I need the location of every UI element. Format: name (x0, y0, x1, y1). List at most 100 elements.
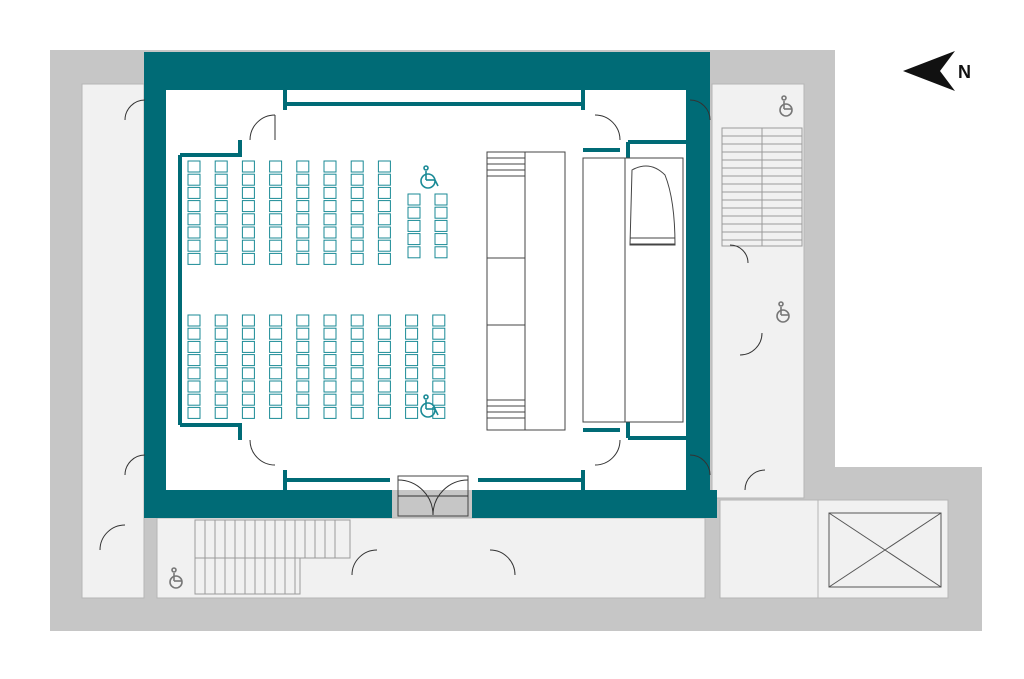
seat (241, 252, 255, 265)
seat (407, 233, 421, 246)
seat (187, 160, 201, 173)
peripheral-rooms (81, 83, 949, 599)
seat (187, 200, 201, 213)
seat (269, 173, 283, 186)
seat (269, 327, 283, 340)
seat (269, 380, 283, 393)
south-stairs (194, 519, 351, 595)
seat (407, 193, 421, 206)
seat (405, 340, 419, 353)
seat (323, 367, 337, 380)
seat (241, 367, 255, 380)
seat (434, 233, 448, 246)
seat (269, 354, 283, 367)
seat (432, 314, 446, 327)
seat (350, 367, 364, 380)
seat (323, 380, 337, 393)
seat (214, 160, 228, 173)
seat (405, 354, 419, 367)
seat (432, 380, 446, 393)
seat (296, 340, 310, 353)
seat (350, 173, 364, 186)
seat (405, 327, 419, 340)
seat (241, 160, 255, 173)
seat (323, 200, 337, 213)
seat (269, 239, 283, 252)
seat (350, 239, 364, 252)
seat (187, 239, 201, 252)
seat (407, 206, 421, 219)
seat (350, 200, 364, 213)
seat (241, 200, 255, 213)
seat (296, 314, 310, 327)
seat (323, 252, 337, 265)
seat (377, 160, 391, 173)
seat (296, 186, 310, 199)
seat (241, 380, 255, 393)
seat (241, 173, 255, 186)
seat (214, 367, 228, 380)
seat (296, 354, 310, 367)
seat (241, 239, 255, 252)
seat (350, 213, 364, 226)
north-arrow: N (903, 51, 971, 91)
seat (187, 367, 201, 380)
seat (350, 354, 364, 367)
seat (350, 327, 364, 340)
seat (377, 173, 391, 186)
seat (214, 340, 228, 353)
seat (187, 393, 201, 406)
seat (377, 406, 391, 419)
seat (434, 206, 448, 219)
east-wall (686, 90, 710, 518)
seat (350, 314, 364, 327)
seat (269, 226, 283, 239)
seat (214, 213, 228, 226)
seat (214, 314, 228, 327)
seat (323, 327, 337, 340)
seat (214, 186, 228, 199)
seat (377, 252, 391, 265)
seat (434, 219, 448, 232)
wheelchair-icons (169, 95, 793, 589)
seat (432, 327, 446, 340)
seat (187, 213, 201, 226)
seat (377, 393, 391, 406)
seat (323, 393, 337, 406)
seat (241, 213, 255, 226)
hall-walls (144, 52, 717, 518)
wheelchair-icon (420, 394, 439, 418)
seat (350, 340, 364, 353)
seat (377, 327, 391, 340)
seat (407, 246, 421, 259)
wheelchair-icon (776, 301, 790, 323)
seat (407, 219, 421, 232)
seat (377, 367, 391, 380)
seat (187, 252, 201, 265)
seat (296, 252, 310, 265)
seat (432, 393, 446, 406)
seat (296, 393, 310, 406)
lift (828, 512, 942, 588)
seat (187, 380, 201, 393)
seat (323, 160, 337, 173)
seat (269, 340, 283, 353)
seat (214, 406, 228, 419)
seat (214, 226, 228, 239)
hall-floor (166, 90, 686, 490)
seat (350, 406, 364, 419)
seat (241, 314, 255, 327)
east-stairs (721, 127, 803, 247)
east-lobby (719, 499, 819, 599)
seat (187, 173, 201, 186)
seat (296, 226, 310, 239)
seat (214, 252, 228, 265)
seat (241, 226, 255, 239)
seat (296, 380, 310, 393)
seat (323, 406, 337, 419)
seat (296, 173, 310, 186)
seat (241, 327, 255, 340)
seat (323, 340, 337, 353)
seat (187, 340, 201, 353)
